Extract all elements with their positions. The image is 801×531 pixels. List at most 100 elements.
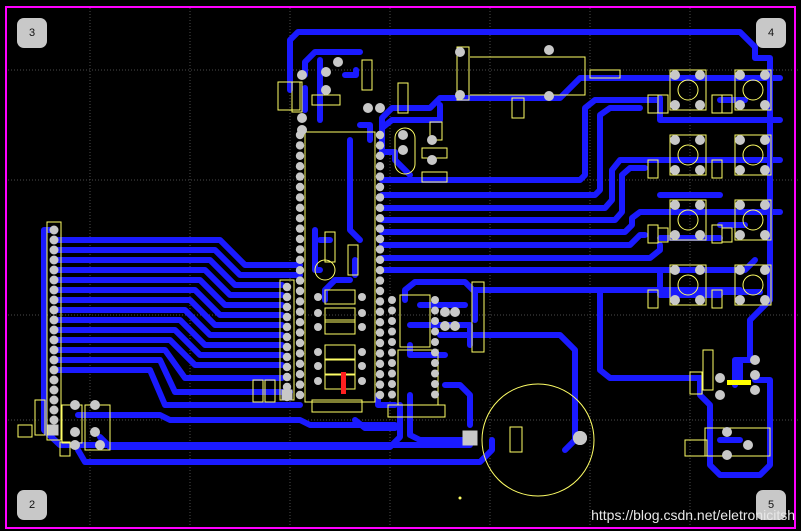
pad [695,230,705,240]
corner-label-2: 2 [28,499,36,511]
pad [295,318,305,327]
pad [49,255,59,265]
pad [375,359,385,368]
pad [735,295,745,305]
pad [375,130,385,140]
pad [358,362,366,370]
pad [297,113,307,123]
pad [670,265,680,275]
pad [695,100,705,110]
pad [295,255,305,264]
corner-label-5: 5 [767,499,775,511]
pad [722,450,732,460]
pad [295,151,305,160]
pad [49,325,59,335]
pad [314,348,322,356]
pad [735,265,745,275]
pad [431,390,439,399]
pad [297,70,307,80]
pad [70,427,80,437]
pad [49,315,59,325]
pad [440,307,450,317]
pad [375,297,385,306]
pad [431,296,439,304]
pad [295,234,305,244]
pad [282,372,292,382]
pad [49,375,59,385]
pad [282,292,292,302]
pad [375,338,385,348]
pad [375,255,385,264]
pad [314,377,322,385]
pad [314,309,322,317]
pad [314,362,322,370]
mounting-hole-2 [17,490,47,520]
pad [455,90,465,100]
pad [70,400,80,410]
pad [375,172,385,181]
pad [358,377,366,385]
pad [333,57,343,67]
pad [321,85,331,95]
pad [695,295,705,305]
pad [295,245,305,254]
silkscreen [17,46,772,497]
pad [431,348,439,357]
pad [49,265,59,275]
pad [760,100,770,110]
pads [47,45,770,460]
pad [760,230,770,240]
pad [295,162,305,171]
pad [388,306,396,315]
yellow-jumper [727,380,751,385]
pad [760,200,770,210]
pad [314,293,322,301]
pad [295,328,305,337]
pad [49,355,59,365]
pad [750,355,760,365]
red-jumper [341,372,346,394]
pad [358,293,366,301]
pad [375,328,385,337]
pad [295,370,305,379]
pad [282,282,292,292]
pad [375,349,385,358]
pad [95,440,105,450]
pad-square [462,430,478,446]
pad [49,345,59,355]
pad [375,390,385,400]
pad [295,172,305,181]
pad [282,362,292,372]
pad [282,382,292,392]
pad [760,165,770,175]
pad [49,365,59,375]
buzzer-outline [481,383,595,497]
pad [375,266,385,275]
pad [49,245,59,255]
pad [375,234,385,244]
pad [297,125,307,135]
pad [760,295,770,305]
pad [388,359,396,367]
traces [41,29,783,478]
pad [375,203,385,212]
pad [695,265,705,275]
pad [431,338,439,346]
pad [670,165,680,175]
pad [375,182,385,192]
mounting-holes [17,18,786,520]
pad [295,297,305,306]
pad [295,141,305,150]
pad [398,145,408,155]
pad [295,193,305,202]
pad [295,307,305,316]
pad [375,214,385,223]
pad [388,390,396,399]
pad [375,151,385,160]
board-outline [5,6,796,529]
pad [735,200,745,210]
header-outline [46,221,62,441]
pad [375,380,385,389]
pad [295,349,305,358]
pad [295,214,305,223]
